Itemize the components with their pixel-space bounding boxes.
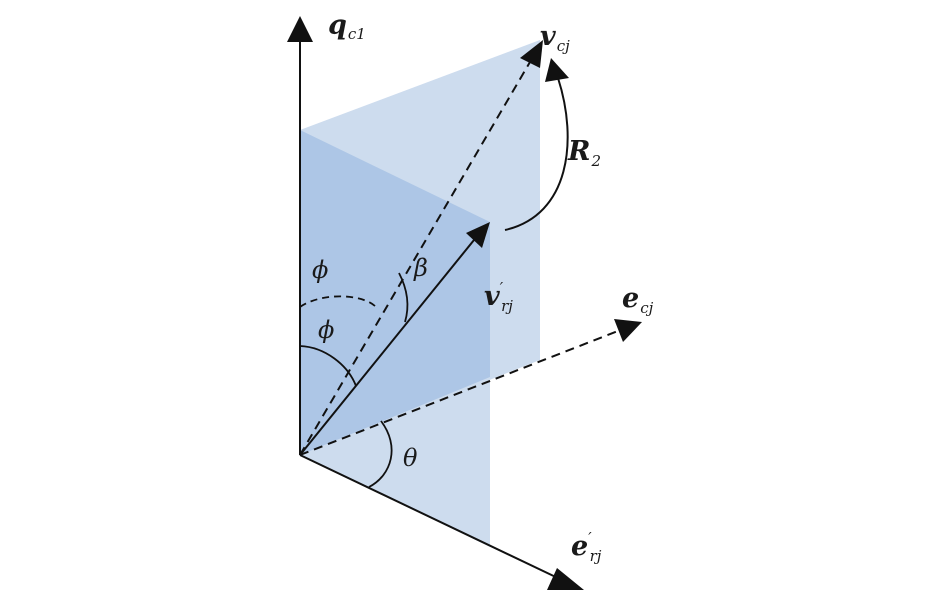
label-v-rj-prime: v′rj (484, 279, 513, 315)
phi-lower-angle-arc (299, 345, 357, 387)
theta-angle-arc (368, 420, 393, 488)
e-cj-vector-line (299, 330, 619, 456)
label-phi-lower: ϕ (318, 316, 334, 344)
v-cj-arrowhead (520, 40, 543, 68)
label-theta: θ (403, 444, 418, 472)
phi-upper-angle-arc (299, 295, 376, 308)
beta-angle-arc (398, 272, 409, 323)
r2-rotation-arc (504, 77, 569, 231)
v-rj-prime-vector-line (299, 239, 475, 456)
e-rj-prime-arrowhead (547, 568, 584, 590)
label-e-cj: ecj (622, 283, 654, 317)
label-phi-upper: ϕ (312, 256, 328, 284)
r2-arc-arrowhead (545, 58, 569, 82)
label-q-c1: qc1 (328, 10, 366, 43)
v-rj-prime-arrowhead (466, 222, 490, 248)
q-c1-arrowhead (287, 16, 313, 42)
label-e-rj-prime: e′rj (571, 529, 602, 565)
v-cj-vector-line (299, 61, 531, 456)
label-beta: β (413, 254, 428, 282)
e-cj-arrowhead (614, 319, 642, 342)
label-v-cj: vcj (540, 21, 570, 55)
label-r2: R2 (567, 136, 601, 170)
e-rj-prime-axis-line (299, 454, 563, 581)
